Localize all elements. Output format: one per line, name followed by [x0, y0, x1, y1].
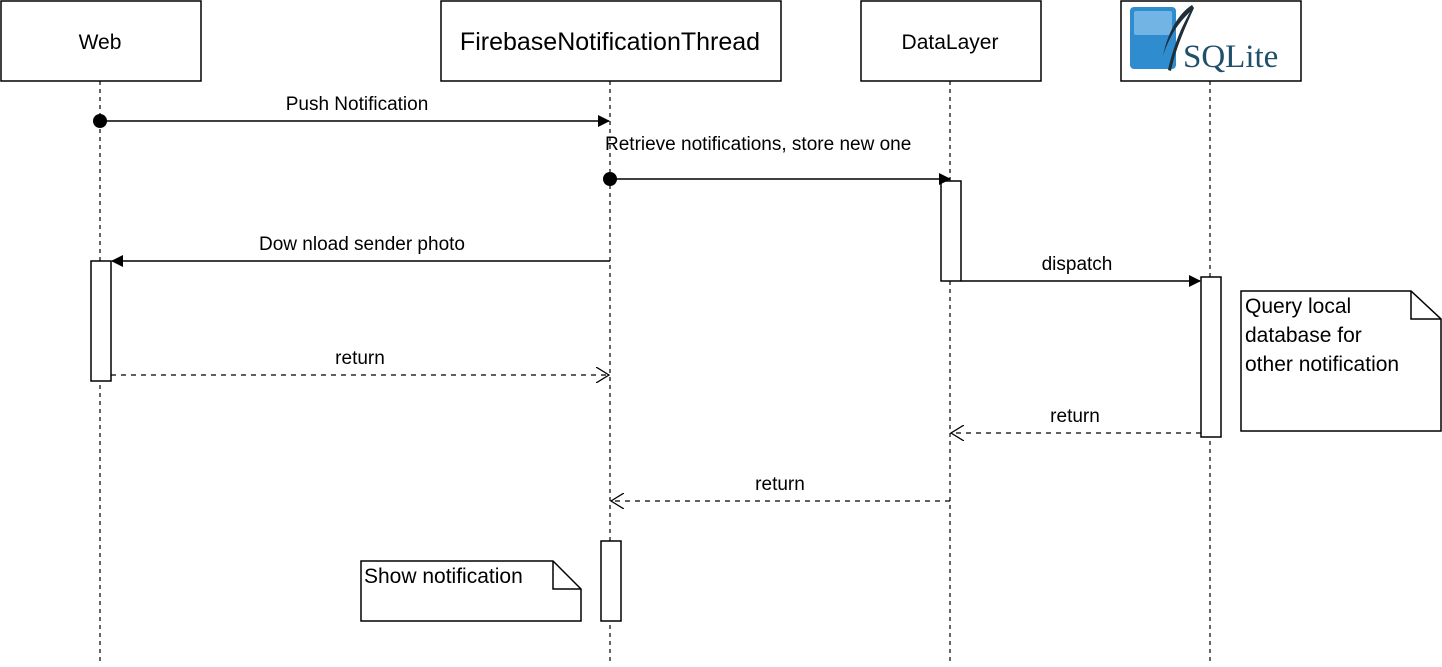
note-query-line3: other notification — [1245, 353, 1399, 376]
note-query-local-database: Query local database for other notificat… — [1240, 290, 1442, 432]
message-download-label: Dow nload sender photo — [259, 234, 465, 255]
sqlite-logo: SQLite — [1130, 5, 1278, 75]
activation-web — [90, 260, 112, 382]
message-retrieve: Retrieve notifications, store new one — [603, 134, 951, 186]
participant-sqlite: SQLite — [1120, 0, 1302, 82]
participant-datalayer: DataLayer — [860, 0, 1042, 82]
return-web-label: return — [335, 348, 385, 369]
note-show-text: Show notification — [364, 565, 523, 588]
note-query-line1: Query local — [1245, 295, 1351, 318]
return-sqlite-to-datalayer: return — [951, 406, 1201, 433]
message-dispatch-label: dispatch — [1042, 254, 1113, 275]
note-query-line2: database for — [1245, 324, 1362, 347]
return-datalayer-label: return — [755, 474, 805, 495]
participant-web: Web — [0, 0, 202, 82]
feather-icon — [1163, 5, 1194, 71]
participant-thread-label: FirebaseNotificationThread — [460, 28, 760, 56]
note-show-notification: Show notification — [360, 560, 582, 622]
message-push-notification: Push Notification — [93, 94, 610, 128]
message-retrieve-label: Retrieve notifications, store new one — [605, 134, 911, 155]
activation-thread — [600, 540, 622, 622]
sqlite-logo-shine — [1134, 11, 1172, 35]
message-download-photo: Dow nload sender photo — [111, 234, 610, 267]
participant-datalayer-label: DataLayer — [902, 31, 999, 54]
activation-sqlite — [1200, 276, 1222, 438]
activation-datalayer — [940, 180, 962, 282]
participant-thread: FirebaseNotificationThread — [440, 0, 782, 82]
return-sqlite-label: return — [1050, 406, 1100, 427]
return-web-to-thread: return — [111, 348, 609, 375]
sqlite-logo-text: SQLite — [1183, 39, 1278, 75]
return-datalayer-to-thread: return — [611, 474, 950, 501]
participant-web-label: Web — [79, 31, 122, 54]
message-dispatch: dispatch — [961, 254, 1201, 287]
message-push-label: Push Notification — [286, 94, 429, 115]
